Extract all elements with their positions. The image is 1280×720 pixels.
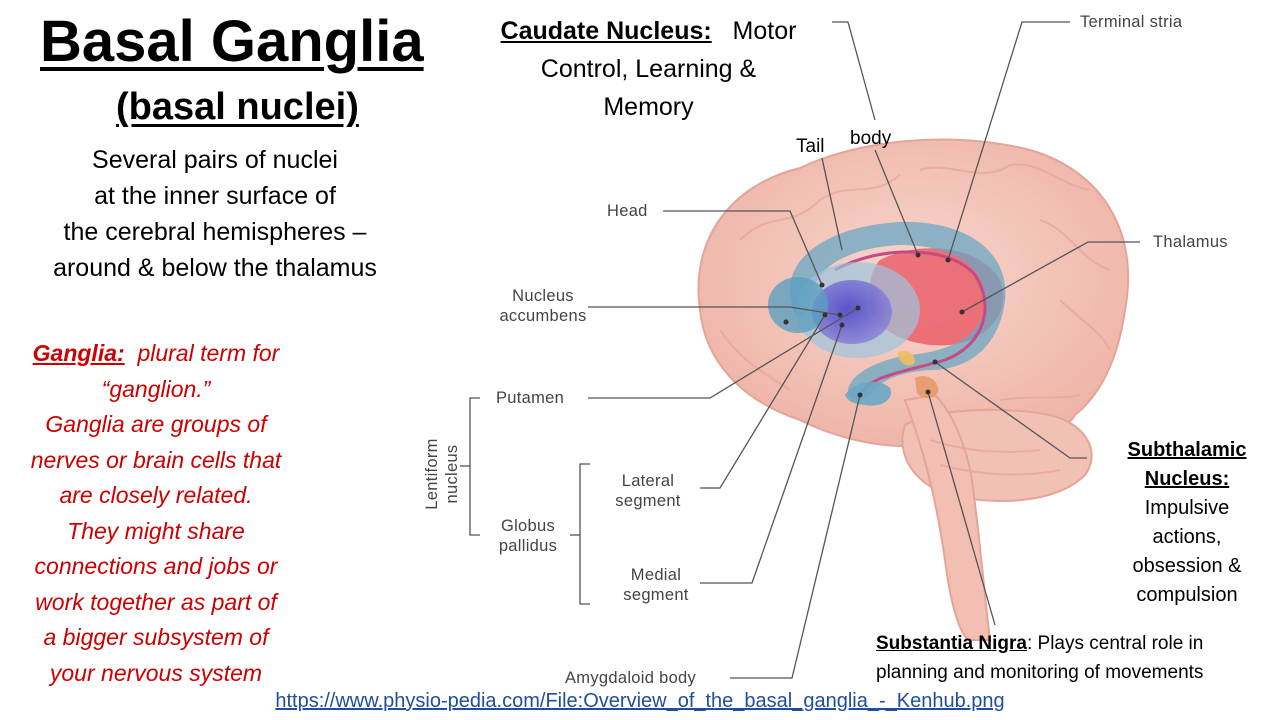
nigra-term: Substantia Nigra <box>876 633 1027 654</box>
ganglia-line: Ganglia are groups of <box>45 411 267 437</box>
description-line: at the inner surface of <box>94 182 336 210</box>
label-line: Lateral <box>621 472 675 490</box>
label-line: Medial <box>630 566 682 584</box>
label-putamen: Putamen <box>496 389 565 407</box>
label-line: accumbens <box>499 307 587 325</box>
subthalamic-line: Impulsive <box>1144 497 1230 519</box>
caudate-text: Motor <box>732 17 797 45</box>
substantia-nigra-annotation: Substantia Nigra: Plays central role in … <box>876 629 1203 687</box>
label-line: nucleus <box>443 444 461 504</box>
subthalamic-line: obsession & <box>1132 555 1242 577</box>
ganglia-line: connections and jobs or <box>34 553 278 579</box>
ganglia-line: “ganglion.” <box>101 375 211 402</box>
label-nucleus-accumbens: Nucleus accumbens <box>498 286 588 326</box>
label-head: Head <box>607 202 648 220</box>
substantia-nigra-shape <box>915 375 939 399</box>
label-line: segment <box>623 586 689 604</box>
nigra-line: Substantia Nigra: Plays central role in <box>876 629 1203 658</box>
page-subtitle: (basal nuclei) <box>116 86 359 128</box>
brainstem <box>903 393 992 641</box>
label-globus-pallidus: Globus pallidus <box>488 516 568 556</box>
label-medial-segment: Medial segment <box>608 565 704 605</box>
subthalamic-term: Nucleus: <box>1144 468 1230 490</box>
leader-lines <box>588 21 1140 679</box>
caudate-shape <box>790 221 1006 400</box>
ganglia-definition: Ganglia: plural term for “ganglion.” Gan… <box>0 336 312 691</box>
caudate-term: Caudate Nucleus: <box>500 17 712 45</box>
page-title: Basal Ganglia <box>40 9 424 74</box>
ganglia-line: nerves or brain cells that <box>30 446 282 473</box>
caudate-line: Control, Learning & <box>540 55 757 83</box>
label-terminal-stria: Terminal stria <box>1080 13 1183 31</box>
subthalamic-annotation: Subthalamic Nucleus: Impulsive actions, … <box>1112 436 1262 610</box>
caudate-line: Caudate Nucleus: Motor <box>476 12 821 50</box>
ganglia-line: work together as part of <box>35 588 277 615</box>
lentiform-bracket <box>460 397 590 605</box>
ganglia-term: Ganglia: <box>32 340 125 366</box>
caudate-annotation: Caudate Nucleus: Motor Control, Learning… <box>476 12 821 126</box>
ganglia-line: your nervous system <box>49 659 263 686</box>
description-line: the cerebral hemispheres – <box>63 218 367 246</box>
gyri-texture <box>719 163 1111 476</box>
label-line: Nucleus <box>512 287 574 305</box>
subthalamic-line: actions, <box>1152 526 1222 548</box>
ganglia-line: Ganglia: plural term for <box>0 336 312 372</box>
label-amygdaloid-body: Amygdaloid body <box>565 669 697 687</box>
amygdala-shape <box>845 381 891 406</box>
label-tail: Tail <box>796 136 825 157</box>
nigra-line: planning and monitoring of movements <box>876 662 1204 683</box>
description: Several pairs of nuclei at the inner sur… <box>0 142 430 286</box>
label-lentiform-nucleus: Lentiform nucleus <box>422 430 462 518</box>
subthalamic-line: compulsion <box>1136 584 1238 606</box>
ganglia-line: a bigger subsystem of <box>43 624 269 650</box>
description-line: Several pairs of nuclei <box>92 146 338 174</box>
label-line: Lentiform <box>423 438 441 510</box>
caudate-head-shape <box>768 277 828 333</box>
label-lateral-segment: Lateral segment <box>600 471 696 511</box>
terminal-stria-shape <box>834 250 987 396</box>
label-line: Globus <box>500 517 556 535</box>
leader-dots <box>783 252 965 398</box>
label-line: pallidus <box>498 537 558 555</box>
ganglia-text: plural term for <box>137 340 280 366</box>
source-link[interactable]: https://www.physio-pedia.com/File:Overvi… <box>275 690 1005 712</box>
caudate-line: Memory <box>603 93 694 121</box>
label-line: segment <box>615 492 681 510</box>
subthalamic-shape <box>898 350 915 366</box>
nigra-text: : Plays central role in <box>1026 633 1204 654</box>
ganglia-line: They might share <box>67 517 245 544</box>
ganglia-line: are closely related. <box>59 482 253 508</box>
label-thalamus: Thalamus <box>1153 233 1228 251</box>
label-body: body <box>850 128 892 149</box>
description-line: around & below the thalamus <box>53 254 377 282</box>
subthalamic-term: Subthalamic <box>1127 439 1247 461</box>
